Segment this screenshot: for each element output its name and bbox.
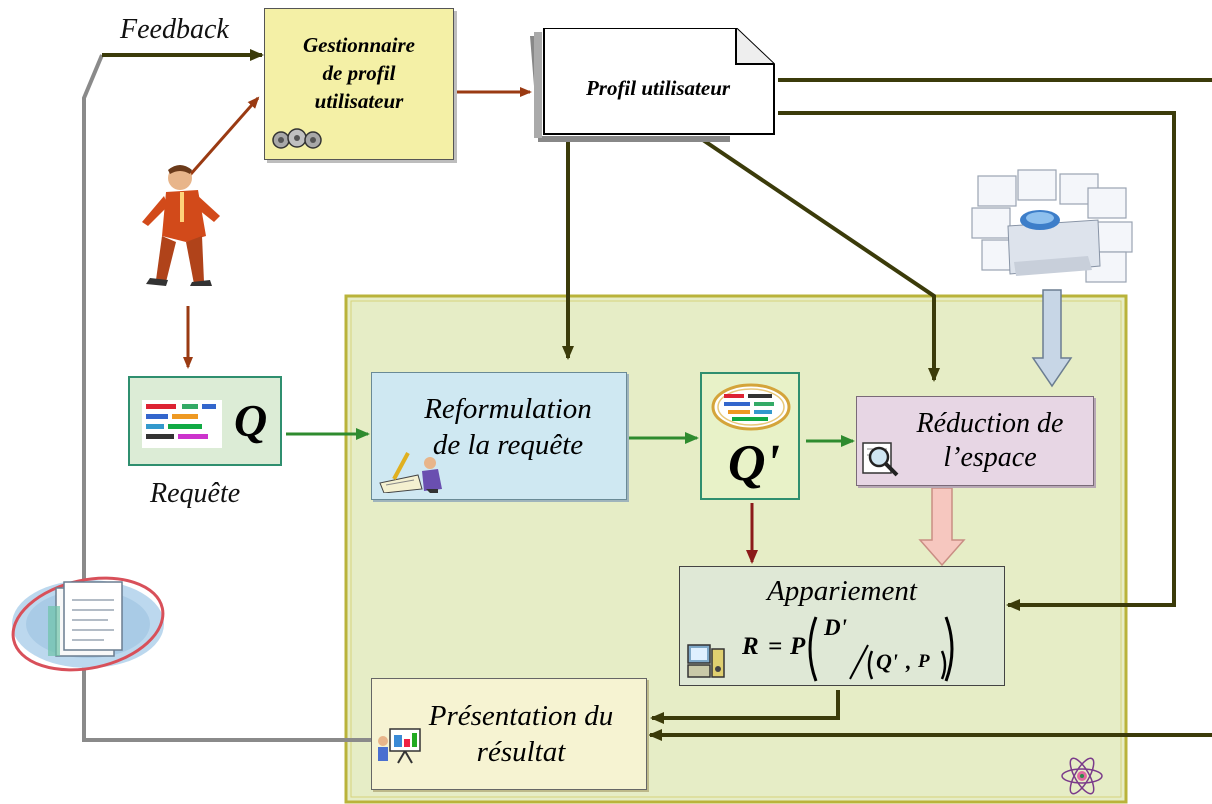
writing-icon	[379, 452, 442, 493]
computer-icon	[687, 644, 725, 678]
reduction-box: Réduction de l’espace	[856, 396, 1094, 486]
appariement-box: Appariement R = P D' Q' , P	[679, 566, 1005, 686]
formula-r: R	[742, 633, 759, 660]
documents-icon	[971, 169, 1133, 283]
gears-icon	[272, 128, 322, 149]
presentation-box: Présentation du résultat	[371, 678, 647, 790]
reformulation-line-2: de la requête	[432, 429, 584, 461]
requete-box: Q	[128, 376, 282, 466]
search-engine-logos-icon	[142, 400, 222, 448]
gestionnaire-line-1: Gestionnaire	[302, 33, 415, 57]
profile-to-appariement-arrow	[778, 111, 1176, 611]
formula-comma: ,	[906, 649, 912, 674]
requete-caption: Requête	[150, 478, 241, 509]
appariement-to-presentation-arrow	[650, 690, 840, 724]
search-engine-logos-icon	[711, 383, 791, 431]
magnifier-icon	[862, 442, 899, 477]
requete-symbol: Q	[234, 395, 268, 446]
reformulation-box: Reformulation de la requête	[371, 372, 627, 500]
reformulation-line-1: Reformulation	[424, 393, 592, 425]
documents-to-reduction-hollow-arrow	[1031, 289, 1073, 388]
feedback-line	[82, 54, 372, 742]
gestionnaire-line-2: de profil	[322, 61, 396, 85]
formula-p: P	[790, 633, 806, 660]
presentation-line-2: résultat	[476, 736, 566, 768]
formula-p2: P	[918, 651, 930, 672]
results-globe-icon	[11, 576, 165, 672]
feedback-label: Feedback	[120, 14, 229, 45]
reduction-line-2: l’espace	[943, 442, 1037, 473]
formula-brackets	[808, 616, 954, 682]
profile-to-reduction-arrow	[698, 136, 940, 382]
flower-logo-icon	[1061, 757, 1103, 795]
formula-d: D'	[824, 615, 847, 640]
reduction-to-appariement-hollow-arrow	[918, 487, 966, 567]
user-to-gestionnaire-arrow	[188, 96, 260, 176]
gestionnaire-line-3: utilisateur	[314, 89, 404, 113]
reduction-line-1: Réduction de	[916, 408, 1064, 439]
formula-q: Q'	[876, 649, 898, 674]
gestionnaire-profil-box: Gestionnaire de profil utilisateur	[264, 8, 454, 160]
presentation-icon	[378, 728, 421, 764]
person-icon	[142, 165, 220, 286]
formula-eq: =	[768, 633, 783, 660]
qprime-symbol: Q'	[728, 435, 780, 492]
appariement-label: Appariement	[767, 575, 917, 607]
profil-utilisateur-label: Profil utilisateur	[585, 75, 731, 100]
presentation-line-1: Présentation du	[428, 700, 614, 732]
profil-utilisateur-document	[530, 28, 775, 142]
qprime-box: Q'	[700, 372, 800, 500]
